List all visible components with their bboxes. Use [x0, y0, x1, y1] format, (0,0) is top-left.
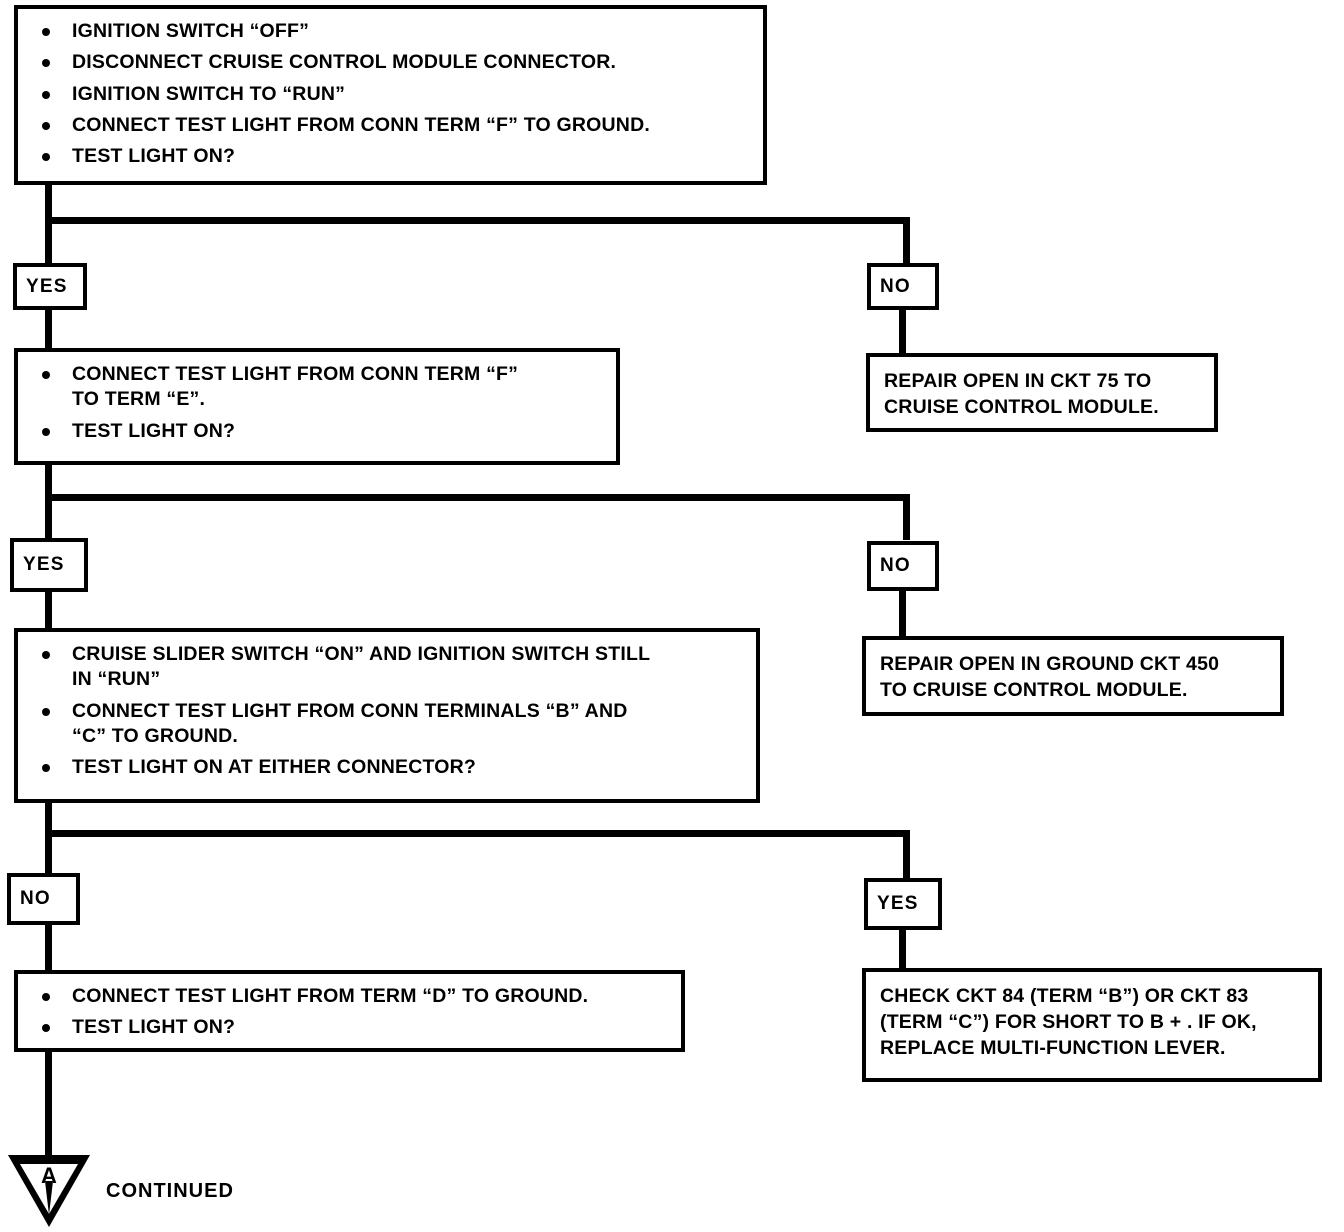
branch-label-yes-1-text: YES [26, 275, 68, 297]
step-3-bullet-2: TEST LIGHT ON AT EITHER CONNECTOR? [28, 755, 748, 780]
step-1-bullet-1: DISCONNECT CRUISE CONTROL MODULE CONNECT… [28, 50, 755, 75]
connector-step4-to-continued [45, 1052, 52, 1167]
step-1-bullet-4: TEST LIGHT ON? [28, 144, 755, 169]
step-4-bullet-1: TEST LIGHT ON? [28, 1015, 673, 1040]
step-2-bullet-list: CONNECT TEST LIGHT FROM CONN TERM “F” TO… [28, 362, 608, 444]
step-box-4: CONNECT TEST LIGHT FROM TERM “D” TO GROU… [14, 970, 685, 1052]
outcome-box-2-text: REPAIR OPEN IN GROUND CKT 450 TO CRUISE … [880, 653, 1220, 701]
step-4-bullet-list: CONNECT TEST LIGHT FROM TERM “D” TO GROU… [28, 984, 673, 1041]
connector-step2-down [45, 465, 52, 543]
connector-no2-to-outcome2 [899, 589, 906, 639]
step-1-bullet-3: CONNECT TEST LIGHT FROM CONN TERM “F” TO… [28, 113, 755, 138]
branch-label-yes-2: YES [10, 538, 88, 592]
branch-label-no-3: NO [7, 873, 80, 925]
connector-branch2-right-down [903, 494, 910, 540]
connector-branch-2 [45, 494, 910, 501]
branch-label-no-2: NO [867, 541, 939, 591]
branch-label-no-1: NO [867, 263, 939, 310]
branch-label-no-3-text: NO [20, 888, 51, 909]
outcome-box-1: REPAIR OPEN IN CKT 75 TO CRUISE CONTROL … [866, 353, 1218, 432]
connector-no3-to-step4 [45, 923, 52, 971]
branch-label-no-1-text: NO [880, 275, 911, 297]
continued-triangle-icon: A [8, 1155, 90, 1227]
step-2-bullet-0: CONNECT TEST LIGHT FROM CONN TERM “F” TO… [28, 362, 608, 413]
outcome-box-3: CHECK CKT 84 (TERM “B”) OR CKT 83 (TERM … [862, 968, 1322, 1082]
branch-label-yes-2-text: YES [23, 554, 65, 575]
outcome-box-3-text: CHECK CKT 84 (TERM “B”) OR CKT 83 (TERM … [880, 985, 1257, 1059]
branch-label-yes-3-text: YES [877, 893, 919, 914]
connector-yes1-to-step2 [45, 308, 52, 352]
step-1-bullet-list: IGNITION SWITCH “OFF” DISCONNECT CRUISE … [28, 19, 755, 170]
outcome-box-1-text: REPAIR OPEN IN CKT 75 TO CRUISE CONTROL … [884, 370, 1159, 418]
continued-label: CONTINUED [106, 1179, 234, 1202]
step-3-bullet-1: CONNECT TEST LIGHT FROM CONN TERMINALS “… [28, 699, 748, 750]
branch-label-yes-1: YES [13, 263, 87, 310]
connector-branch-3 [45, 830, 910, 837]
branch-label-yes-3: YES [864, 878, 942, 930]
continued-marker: A CONTINUED [8, 1155, 234, 1227]
triangle-stem-shape [45, 1181, 53, 1215]
step-box-3: CRUISE SLIDER SWITCH “ON” AND IGNITION S… [14, 628, 760, 803]
step-box-1: IGNITION SWITCH “OFF” DISCONNECT CRUISE … [14, 5, 767, 185]
connector-branch-1 [45, 217, 910, 224]
connector-yes2-to-step3 [45, 590, 52, 632]
branch-label-no-2-text: NO [880, 555, 911, 576]
connector-step1-down [45, 185, 52, 265]
connector-branch1-right-down [903, 217, 910, 265]
step-3-bullet-0: CRUISE SLIDER SWITCH “ON” AND IGNITION S… [28, 642, 748, 693]
connector-yes3-to-outcome3 [899, 928, 906, 972]
connector-branch3-right-down [903, 830, 910, 878]
step-1-bullet-2: IGNITION SWITCH TO “RUN” [28, 82, 755, 107]
step-3-bullet-list: CRUISE SLIDER SWITCH “ON” AND IGNITION S… [28, 642, 748, 781]
step-1-bullet-0: IGNITION SWITCH “OFF” [28, 19, 755, 44]
step-box-2: CONNECT TEST LIGHT FROM CONN TERM “F” TO… [14, 348, 620, 465]
connector-step3-down [45, 803, 52, 881]
connector-no1-to-outcome1 [899, 308, 906, 356]
step-2-bullet-1: TEST LIGHT ON? [28, 419, 608, 444]
outcome-box-2: REPAIR OPEN IN GROUND CKT 450 TO CRUISE … [862, 636, 1284, 716]
step-4-bullet-0: CONNECT TEST LIGHT FROM TERM “D” TO GROU… [28, 984, 673, 1009]
